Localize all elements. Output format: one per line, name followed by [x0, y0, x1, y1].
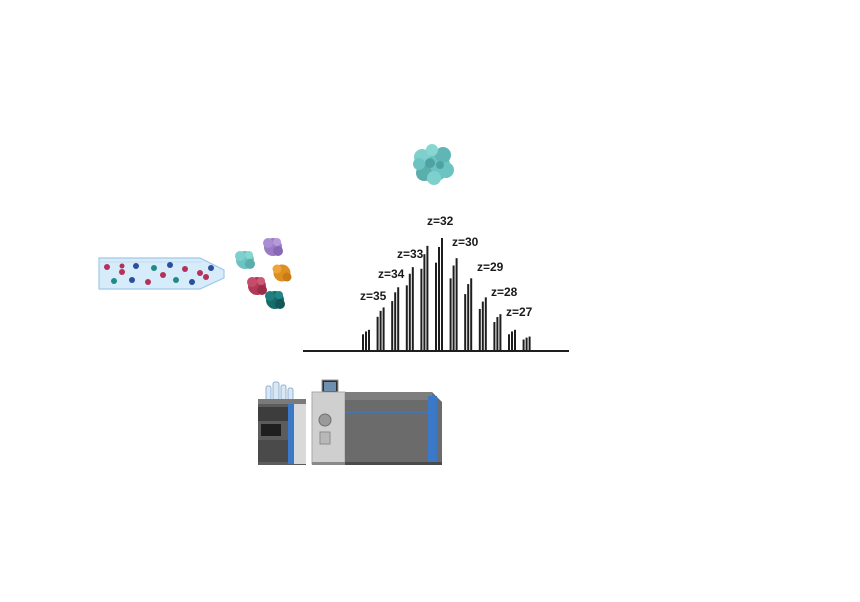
spectrum-peak: [391, 301, 394, 350]
protein-orange-icon: [272, 264, 292, 282]
spectrum-peak: [411, 267, 414, 350]
spectrum-peak: [435, 262, 437, 350]
spectrum-peak: [470, 278, 473, 350]
charge-label: z=29: [477, 260, 504, 274]
spectrum-peak: [376, 316, 379, 350]
protein-purple-icon: [263, 238, 283, 256]
spectrum-peak: [499, 314, 502, 350]
charge-label: z=32: [427, 214, 454, 228]
spectrum-peak: [467, 284, 470, 350]
spectrum-peak: [464, 294, 467, 350]
protein-teal-icon: [235, 251, 255, 269]
spectrum-peak: [496, 317, 499, 350]
charge-label: z=34: [378, 267, 405, 281]
spectrum-peak: [362, 334, 364, 350]
spectrum-peak: [508, 334, 510, 350]
spectrum-peak: [441, 238, 443, 350]
spectrum-peak: [493, 322, 496, 350]
spectrum-peak: [438, 246, 440, 350]
spectrum-peak: [423, 254, 426, 350]
folded-protein-icon: [413, 144, 454, 185]
spectrum-peak: [525, 337, 528, 350]
protein-crimson-icon: [247, 277, 267, 295]
spectrum-peak: [379, 310, 382, 350]
spectrum-peak: [426, 245, 429, 350]
spectrum-peak: [365, 331, 367, 350]
charge-label: z=27: [506, 305, 533, 319]
spectrum-peak: [405, 285, 408, 350]
lc-system-icon: [258, 381, 306, 465]
charge-label: z=35: [360, 289, 387, 303]
spectrum-peak: [484, 297, 487, 350]
spectrum-peak: [368, 329, 370, 350]
spectrum-peak: [528, 336, 531, 350]
charge-label: z=30: [452, 235, 479, 249]
spectrum-peak: [420, 268, 423, 350]
spectrum-peak: [481, 301, 484, 350]
spectrum-peak: [382, 307, 385, 350]
spectrum-peak: [522, 339, 525, 350]
protein-darkteal-icon: [265, 291, 285, 309]
charge-label: z=28: [491, 285, 518, 299]
spectrum-peak: [511, 331, 513, 350]
mass-spectrum: z=35 z=34 z=33 z=32 z=30 z=29 z=28 z=27: [303, 214, 569, 352]
spectrum-peak: [455, 258, 458, 350]
mass-spectrometer-icon: [311, 379, 442, 465]
spectrum-peak: [449, 278, 452, 350]
charge-label: z=33: [397, 247, 424, 261]
spectrum-peak: [408, 273, 411, 350]
analyte-particles: [104, 262, 214, 285]
spectrum-peak: [514, 329, 516, 350]
spectrum-peak: [452, 265, 455, 350]
spectrum-peak: [394, 292, 397, 350]
spectrum-peak: [397, 287, 400, 350]
spectrum-peak: [478, 308, 481, 350]
spectrum-peaks: [362, 238, 531, 350]
